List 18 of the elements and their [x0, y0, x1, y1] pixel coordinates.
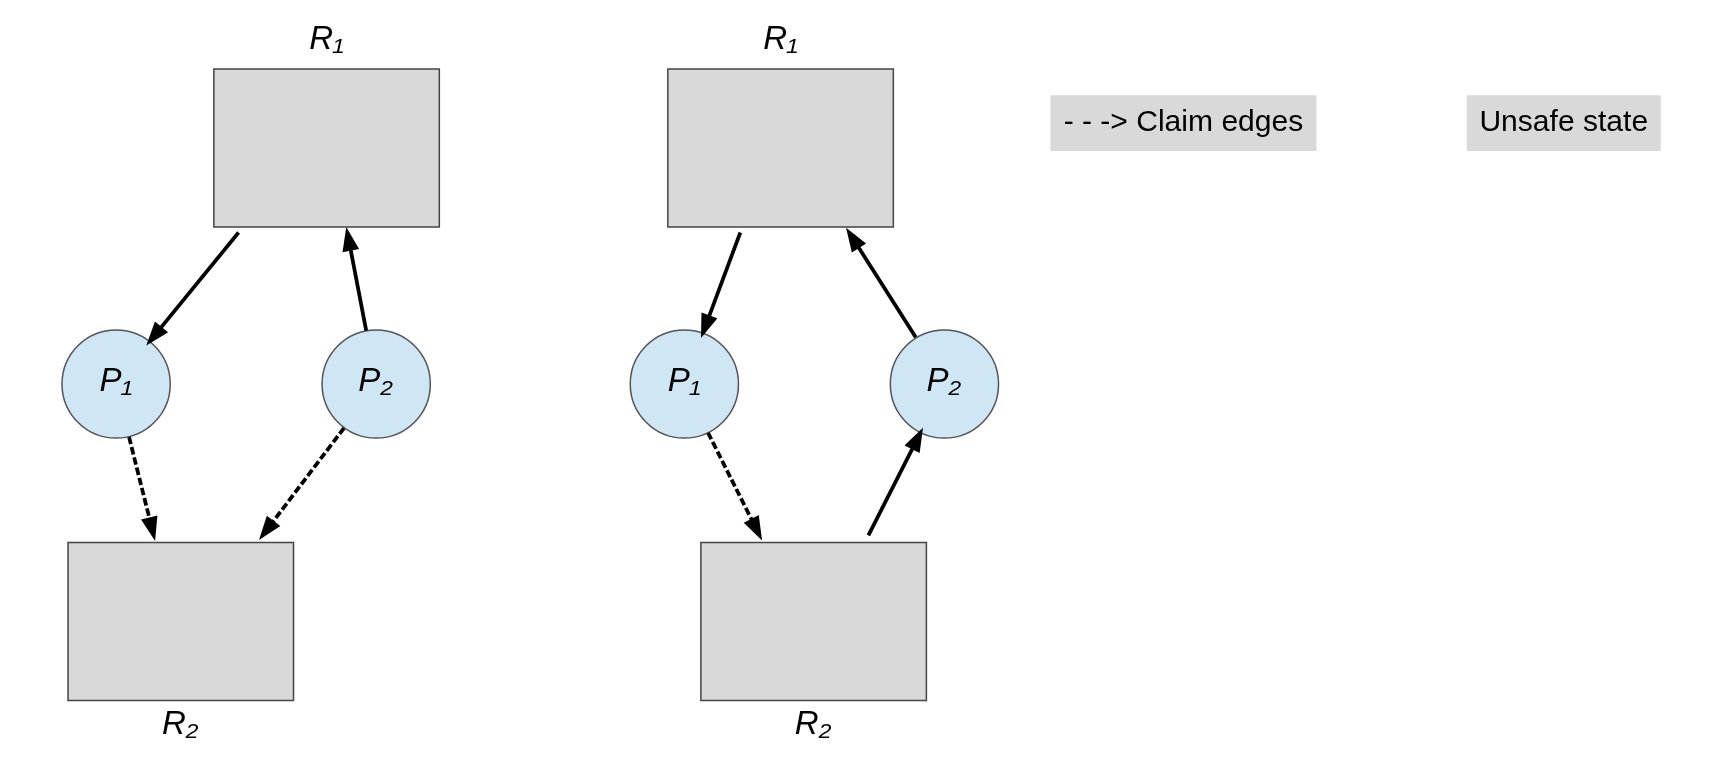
- arrow: [700, 231, 742, 338]
- node-circle: P₂: [320, 329, 431, 439]
- node-label: R₁: [308, 18, 344, 56]
- arrow: [126, 436, 157, 541]
- arrow: [845, 227, 917, 339]
- arrow: [342, 226, 368, 331]
- arrow: [258, 426, 345, 541]
- arrow: [866, 427, 923, 537]
- arrow: [145, 231, 240, 346]
- node-circle: P₁: [629, 329, 739, 439]
- node-label: R₁: [762, 18, 798, 56]
- node-label: R₂: [161, 704, 198, 742]
- node-circle: P₁: [60, 329, 171, 439]
- node-label: R₂: [794, 704, 831, 742]
- node-circle: P₂: [889, 329, 999, 439]
- arrow: [705, 431, 762, 541]
- label: - - -> Claim edges: [1063, 103, 1303, 137]
- label: Unsafe state: [1478, 103, 1648, 137]
